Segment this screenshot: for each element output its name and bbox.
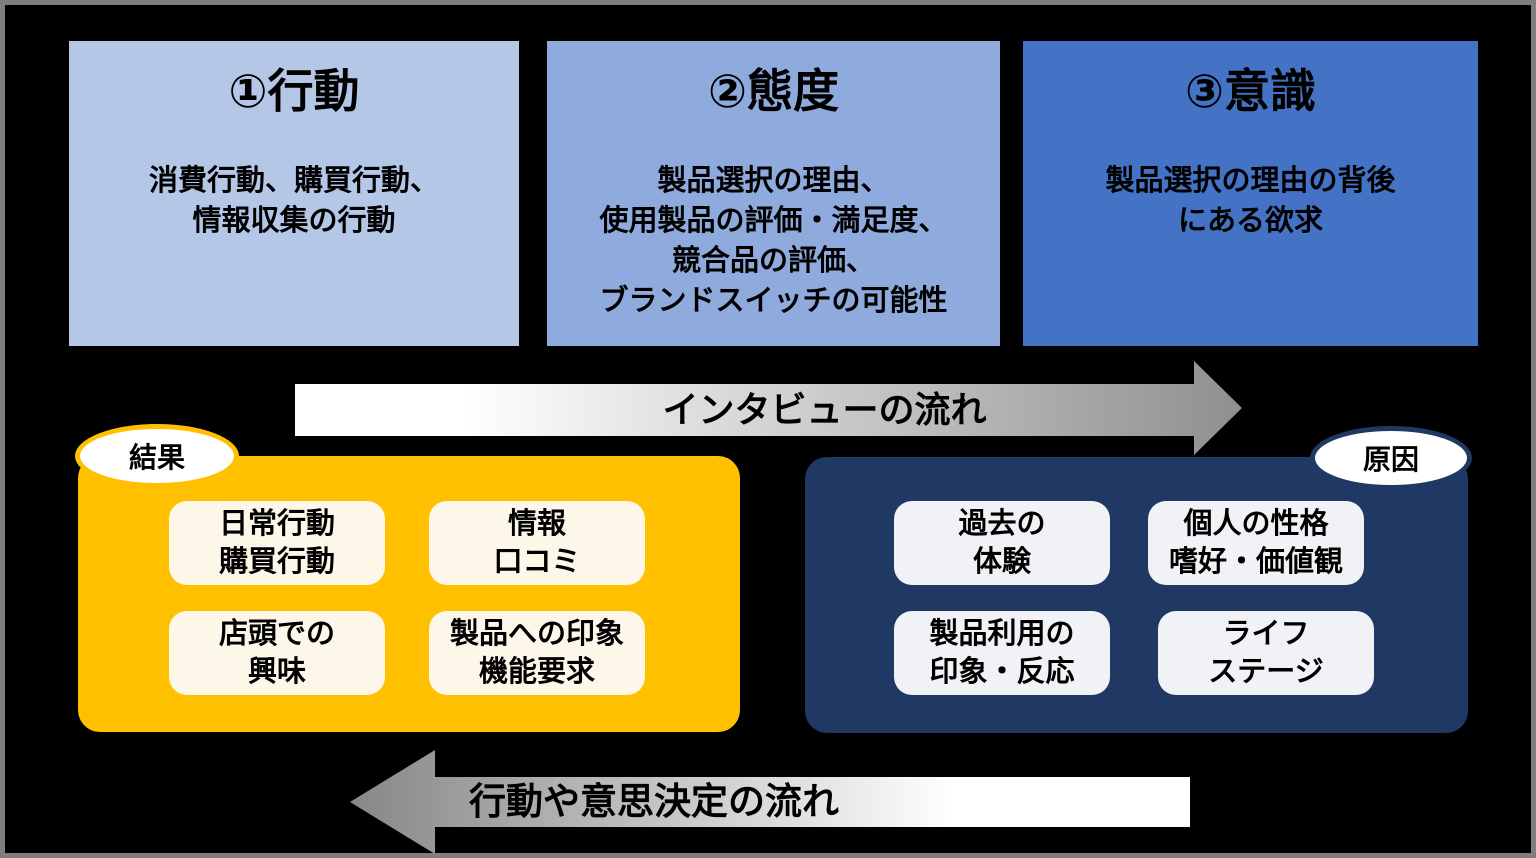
behavior-box-body: 消費行動、購買行動、 情報収集の行動 [148,165,439,237]
attitude-box-title: ②態度 [708,65,839,117]
cause-badge: 原因 [1310,426,1472,490]
behavior-box: ①行動 消費行動、購買行動、 情報収集の行動 [69,41,519,346]
cause-card: 製品利用の 印象・反応 [894,611,1110,695]
result-card: 日常行動 購買行動 [169,501,385,585]
interview-flow-label: インタビューの流れ [662,389,987,430]
cause-card: ライフ ステージ [1158,611,1374,695]
awareness-box-title: ③意識 [1185,65,1316,117]
interview-flow-arrow: インタビューの流れ [295,361,1242,455]
cause-card: 過去の 体験 [894,501,1110,585]
cause-card: 個人の性格 嗜好・価値観 [1148,501,1364,585]
awareness-box-body: 製品選択の理由の背後 にある欲求 [1105,165,1396,237]
decision-flow-label: 行動や意思決定の流れ [469,781,839,822]
right-arrow-icon [295,361,1242,455]
result-card: 情報 口コミ [429,501,645,585]
attitude-box-body: 製品選択の理由、 使用製品の評価・満足度、 競合品の評価、 ブランドスイッチの可… [599,165,948,317]
left-arrow-icon [350,750,1190,853]
behavior-box-title: ①行動 [228,65,360,117]
decision-flow-arrow: 行動や意思決定の流れ [350,750,1190,853]
result-card: 製品への印象 機能要求 [429,611,645,695]
result-badge: 結果 [75,424,239,488]
result-card: 店頭での 興味 [169,611,385,695]
awareness-box: ③意識 製品選択の理由の背後 にある欲求 [1023,41,1478,346]
attitude-box: ②態度 製品選択の理由、 使用製品の評価・満足度、 競合品の評価、 ブランドスイ… [547,41,1000,346]
